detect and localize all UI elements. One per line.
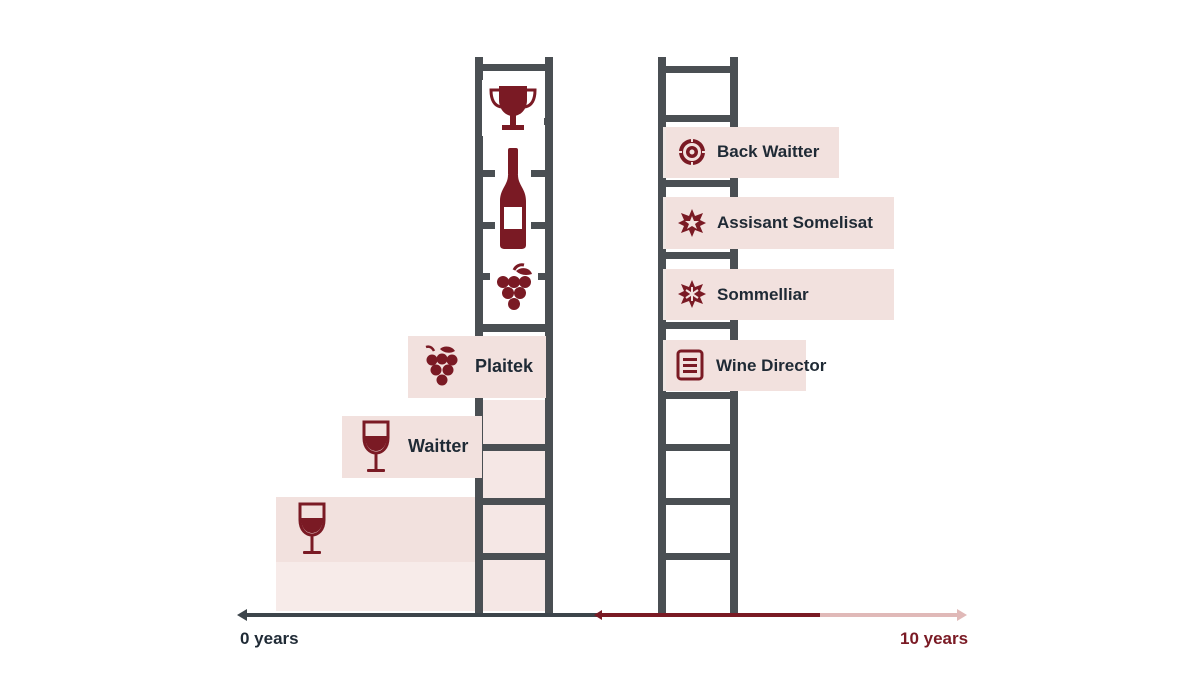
step-card-sommelliar: Sommelliar <box>666 269 894 320</box>
wine-bottle-icon <box>495 145 531 253</box>
grapes-icon <box>490 262 538 320</box>
step-card-plaitek: Plaitek <box>408 336 546 398</box>
star-badge-icon <box>677 208 707 238</box>
step-label-sommelliar: Sommelliar <box>717 285 809 304</box>
step-block-bottom-fill <box>276 562 476 611</box>
grapes-icon <box>422 343 462 391</box>
step-label-plaitek: Plaitek <box>475 356 534 376</box>
step-label-assisant-somelisat: Assisant Somelisat <box>717 213 873 232</box>
ladder-inner-fill <box>480 400 548 611</box>
snowflake-badge-icon <box>677 279 707 309</box>
step-card-back-waitter: Back Waitter <box>666 127 839 178</box>
step-card-assisant-somelisat: Assisant Somelisat <box>666 197 894 249</box>
step-label-waitter: Waitter <box>408 436 469 456</box>
step-label-back-waitter: Back Waitter <box>717 142 820 161</box>
step-card-wine-director: Wine Director <box>666 340 826 391</box>
wine-glass-icon <box>296 502 328 558</box>
step-card-waitter: Waitter <box>342 416 482 478</box>
step-label-wine-director: Wine Director <box>716 356 827 375</box>
timeline-end-label: 10 years <box>900 629 969 648</box>
trophy-icon <box>482 80 544 136</box>
wine-glass-icon <box>360 420 392 476</box>
timeline-start-label: 0 years <box>240 629 299 648</box>
menu-card-icon <box>676 349 704 381</box>
gear-badge-icon <box>677 137 707 167</box>
